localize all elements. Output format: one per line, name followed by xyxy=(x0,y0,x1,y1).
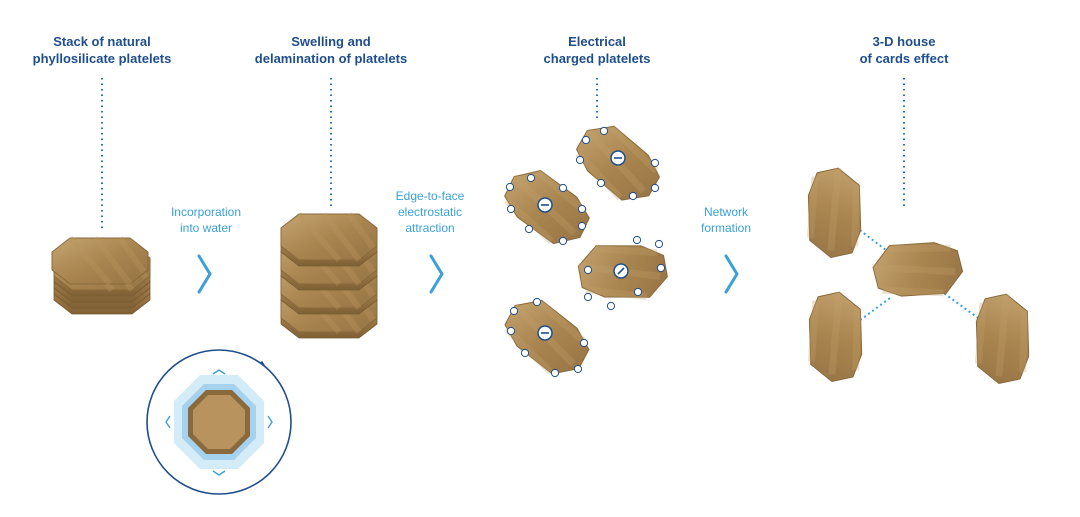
stage-title-line: 3-D house xyxy=(872,34,936,49)
water-swelling-detail xyxy=(146,349,292,495)
stage-title-charged: Electrical charged platelets xyxy=(497,33,697,67)
stage-title-stack: Stack of natural phyllosilicate platelet… xyxy=(2,33,202,67)
stage-title-line: phyllosilicate platelets xyxy=(32,51,172,66)
network-platelet xyxy=(862,215,974,324)
chevron-right-icon xyxy=(429,254,444,294)
stage-title-line: charged platelets xyxy=(543,51,651,66)
network-platelet xyxy=(782,281,890,393)
network-platelet xyxy=(781,157,889,269)
stage-title-house-of-cards: 3-D house of cards effect xyxy=(804,33,1004,67)
transition-caption-incorporation: Incorporation into water xyxy=(146,204,266,236)
swollen-platelet-stack xyxy=(281,214,377,339)
transition-caption-network: Network formation xyxy=(666,204,786,236)
transition-caption-attraction: Edge-to-face electrostatic attraction xyxy=(370,188,490,236)
positive-charge-markers xyxy=(505,126,666,378)
chevron-right-icon xyxy=(197,254,212,294)
chevron-right-icon xyxy=(267,415,273,429)
platelet-stack xyxy=(52,238,150,315)
chevron-up-icon xyxy=(212,369,226,375)
stage-title-swelling: Swelling and delamination of platelets xyxy=(231,33,431,67)
house-of-cards-network xyxy=(781,157,1057,395)
negative-charge-icon xyxy=(617,267,625,275)
chevron-left-icon xyxy=(165,415,171,429)
stage-title-line: Swelling and xyxy=(291,34,371,49)
network-platelet xyxy=(949,283,1057,395)
caption-line: Network xyxy=(703,205,748,219)
caption-line: into water xyxy=(179,221,233,235)
caption-line: electrostatic xyxy=(397,205,463,219)
network-link xyxy=(911,269,979,319)
chevron-right-icon xyxy=(724,254,739,294)
stage-title-line: Electrical xyxy=(568,34,626,49)
stage-title-line: delamination of platelets xyxy=(254,51,408,66)
chevron-down-icon xyxy=(212,470,226,476)
stage-title-line: of cards effect xyxy=(859,51,949,66)
caption-line: formation xyxy=(700,221,752,235)
stage-title-line: Stack of natural xyxy=(53,34,151,49)
caption-line: Edge-to-face xyxy=(395,189,465,203)
caption-line: attraction xyxy=(405,221,455,235)
caption-line: Incorporation xyxy=(170,205,242,219)
